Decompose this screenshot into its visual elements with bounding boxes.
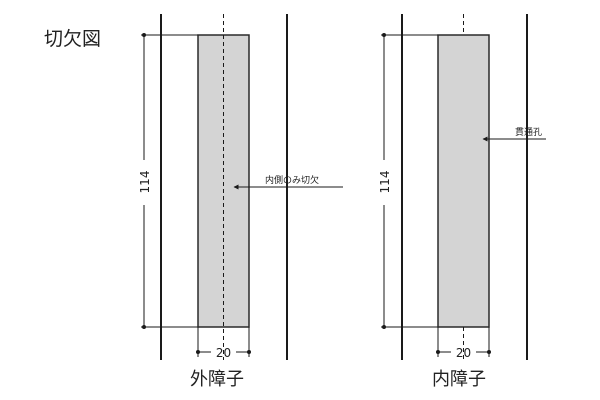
right-width-label: 20	[456, 346, 471, 360]
left-annotation-text: 内側のみ切欠	[265, 174, 319, 186]
inner-shoji-section: 114 20 貫通孔 内障子	[378, 14, 546, 390]
right-width-dimension: 20	[436, 327, 491, 360]
inner-shoji-panel	[437, 34, 490, 328]
diagram-title: 切欠図	[44, 28, 101, 50]
left-width-label: 20	[216, 346, 231, 360]
left-width-dimension: 20	[196, 327, 251, 360]
outer-shoji-section: 114 20 内側のみ切欠 外障子	[138, 14, 343, 390]
right-height-label: 114	[378, 171, 392, 194]
right-height-dimension: 114	[378, 33, 438, 329]
left-height-label: 114	[138, 171, 152, 194]
left-height-dimension: 114	[138, 33, 198, 329]
outer-shoji-panel	[197, 34, 250, 328]
inner-shoji-caption: 内障子	[432, 369, 486, 390]
left-annotation: 内側のみ切欠	[233, 174, 343, 190]
right-annotation: 貫通孔	[482, 127, 546, 142]
right-annotation-text: 貫通孔	[515, 127, 542, 138]
outer-shoji-caption: 外障子	[190, 369, 244, 390]
